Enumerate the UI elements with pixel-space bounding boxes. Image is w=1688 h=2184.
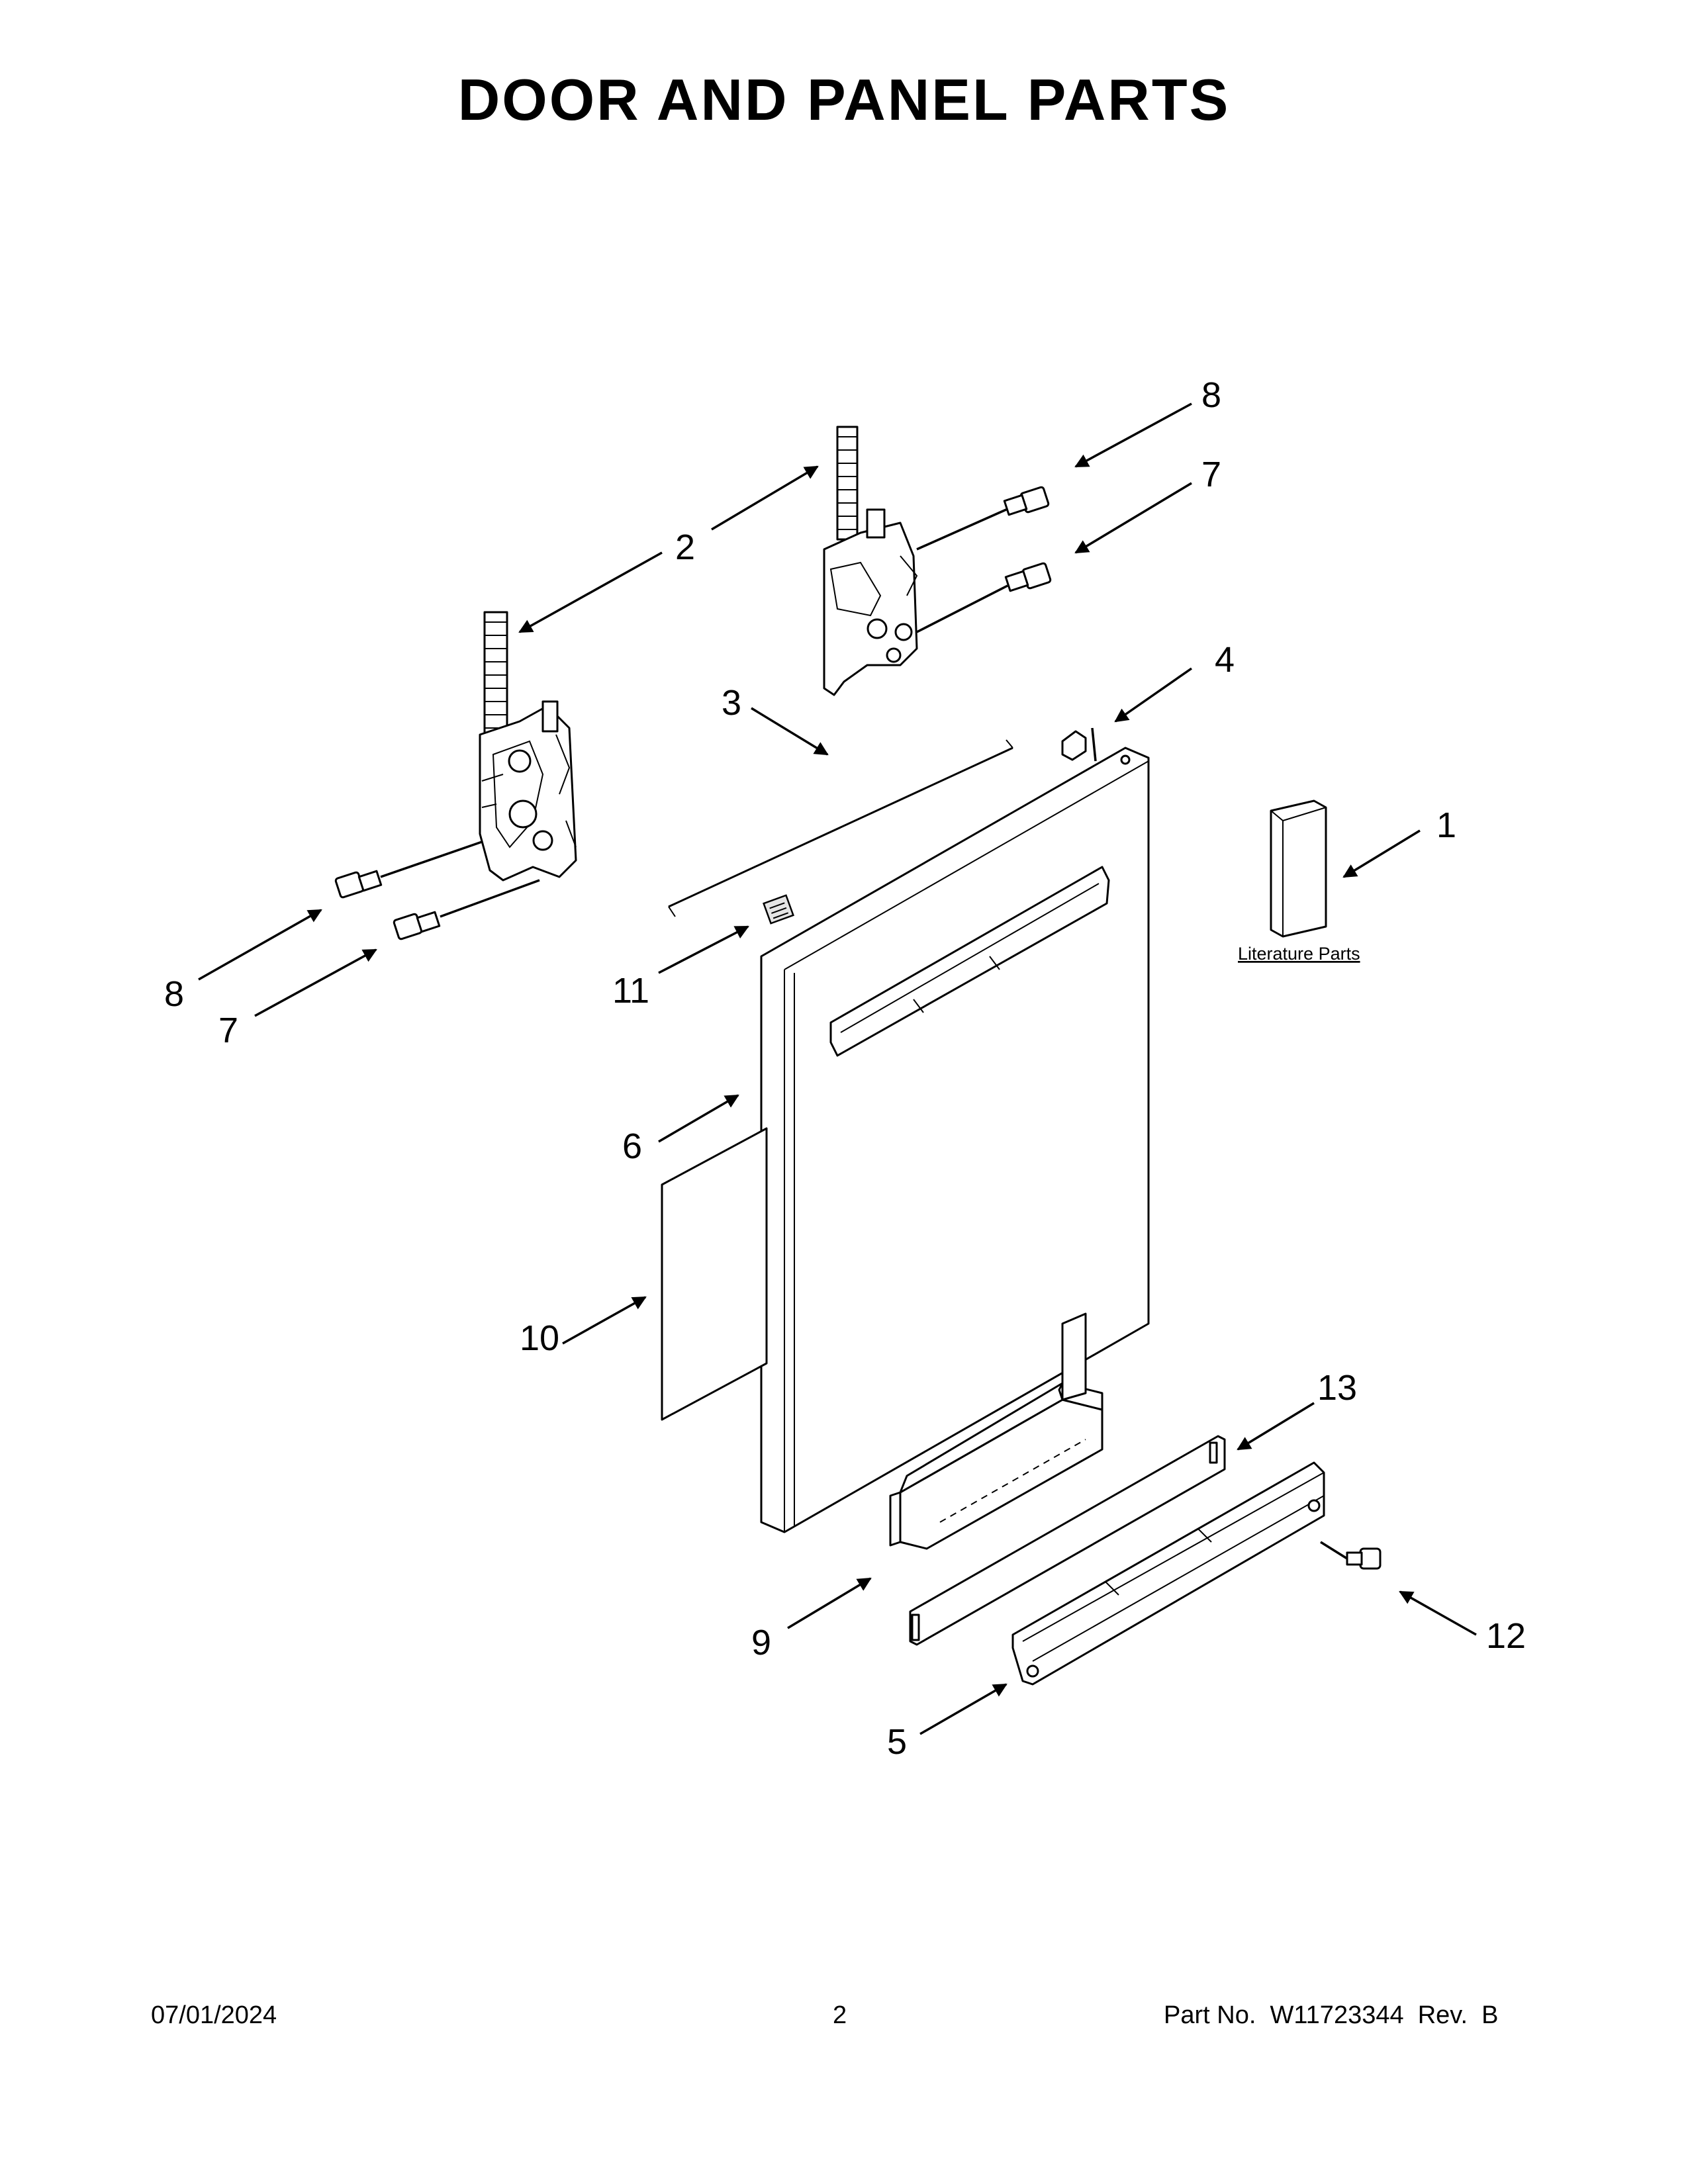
callout-7-left: 7 — [218, 1011, 238, 1050]
callout-13: 13 — [1317, 1368, 1357, 1408]
callout-11: 11 — [612, 971, 649, 1011]
callout-9: 9 — [751, 1623, 771, 1662]
callout-1: 1 — [1436, 805, 1456, 845]
callout-2: 2 — [675, 527, 695, 567]
callout-7-right: 7 — [1201, 455, 1221, 494]
screw-7-left — [393, 879, 540, 940]
literature-parts: Literature Parts — [1238, 799, 1360, 964]
left-hinge-assembly — [479, 611, 577, 882]
screw-7-right — [916, 562, 1052, 633]
page-title: DOOR AND PANEL PARTS — [457, 67, 1231, 132]
callout-3: 3 — [722, 683, 741, 723]
toe-kick-bracket — [1011, 1461, 1325, 1686]
callout-4: 4 — [1215, 640, 1235, 680]
screw-8-left — [334, 841, 483, 899]
door-label — [763, 894, 794, 925]
door-rod — [668, 739, 1013, 917]
latch-clip — [1061, 727, 1097, 762]
trim-strip — [909, 1435, 1226, 1646]
insulation-sheet — [661, 1127, 768, 1421]
callout-10: 10 — [520, 1318, 559, 1358]
literature-parts-label: Literature Parts — [1238, 944, 1360, 964]
callout-8-left: 8 — [164, 974, 184, 1014]
toe-insulation-block — [889, 1312, 1103, 1550]
callout-8-right: 8 — [1201, 375, 1221, 415]
callout-5: 5 — [887, 1722, 907, 1762]
footer-date: 07/01/2024 — [151, 2001, 277, 2029]
footer-page-number: 2 — [833, 2001, 847, 2029]
screw-8-right — [916, 486, 1050, 551]
leader-lines — [198, 402, 1477, 1735]
screw-12 — [1320, 1541, 1382, 1570]
door-panel — [760, 747, 1150, 1533]
callout-6: 6 — [622, 1126, 642, 1166]
callout-12: 12 — [1486, 1616, 1526, 1656]
footer-part-number: Part No. W11723344 Rev. B — [1164, 2001, 1499, 2029]
callout-numbers: 2 3 4 1 8 7 8 7 11 6 10 13 9 12 5 — [164, 375, 1526, 1762]
right-hinge-assembly — [823, 426, 918, 696]
